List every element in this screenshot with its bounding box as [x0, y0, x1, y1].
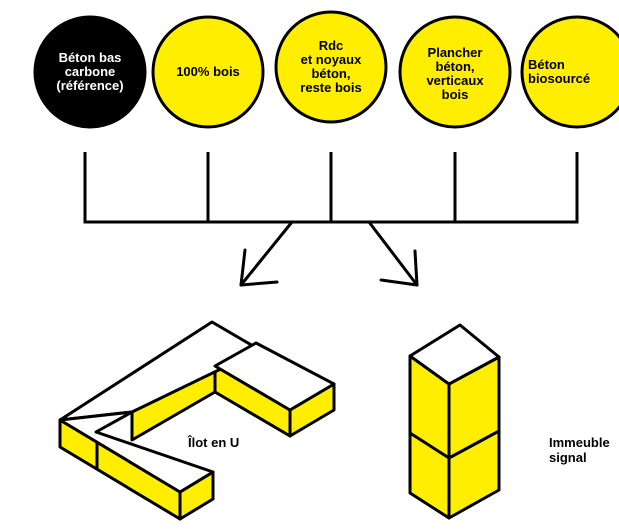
tower-floor-line [409, 429, 500, 460]
label-immeuble-signal: Immeuble signal [549, 435, 610, 465]
connector-tree [83, 152, 579, 224]
option-circle-beton-bas-carbone [33, 15, 147, 129]
option-circle-beton-biosource [520, 15, 619, 129]
option-label-rdc-noyaux-beton: Rdc et noyaux béton, reste bois [300, 38, 362, 95]
option-label-100-bois: 100% bois [176, 64, 240, 79]
option-circle-100-bois [151, 15, 265, 129]
ilot-top-left-arm [58, 410, 215, 494]
tower-top-face [408, 323, 501, 386]
arrow-right [367, 220, 419, 287]
option-label-beton-bas-carbone: Béton bas carbone (référence) [56, 50, 124, 93]
immeuble-signal-shape [408, 323, 501, 520]
option-circle-rdc-noyaux-beton [274, 10, 388, 124]
ilot-en-u-shape [58, 320, 336, 521]
ilot-top-right-arm [213, 341, 336, 412]
option-label-plancher-beton: Plancher béton, verticaux bois [426, 45, 484, 102]
arrow-left [239, 220, 294, 287]
option-circle-plancher-beton [398, 15, 512, 129]
label-ilot-en-u: Îlot en U [188, 435, 240, 450]
option-label-beton-biosource: Béton biosourcé [528, 57, 591, 86]
